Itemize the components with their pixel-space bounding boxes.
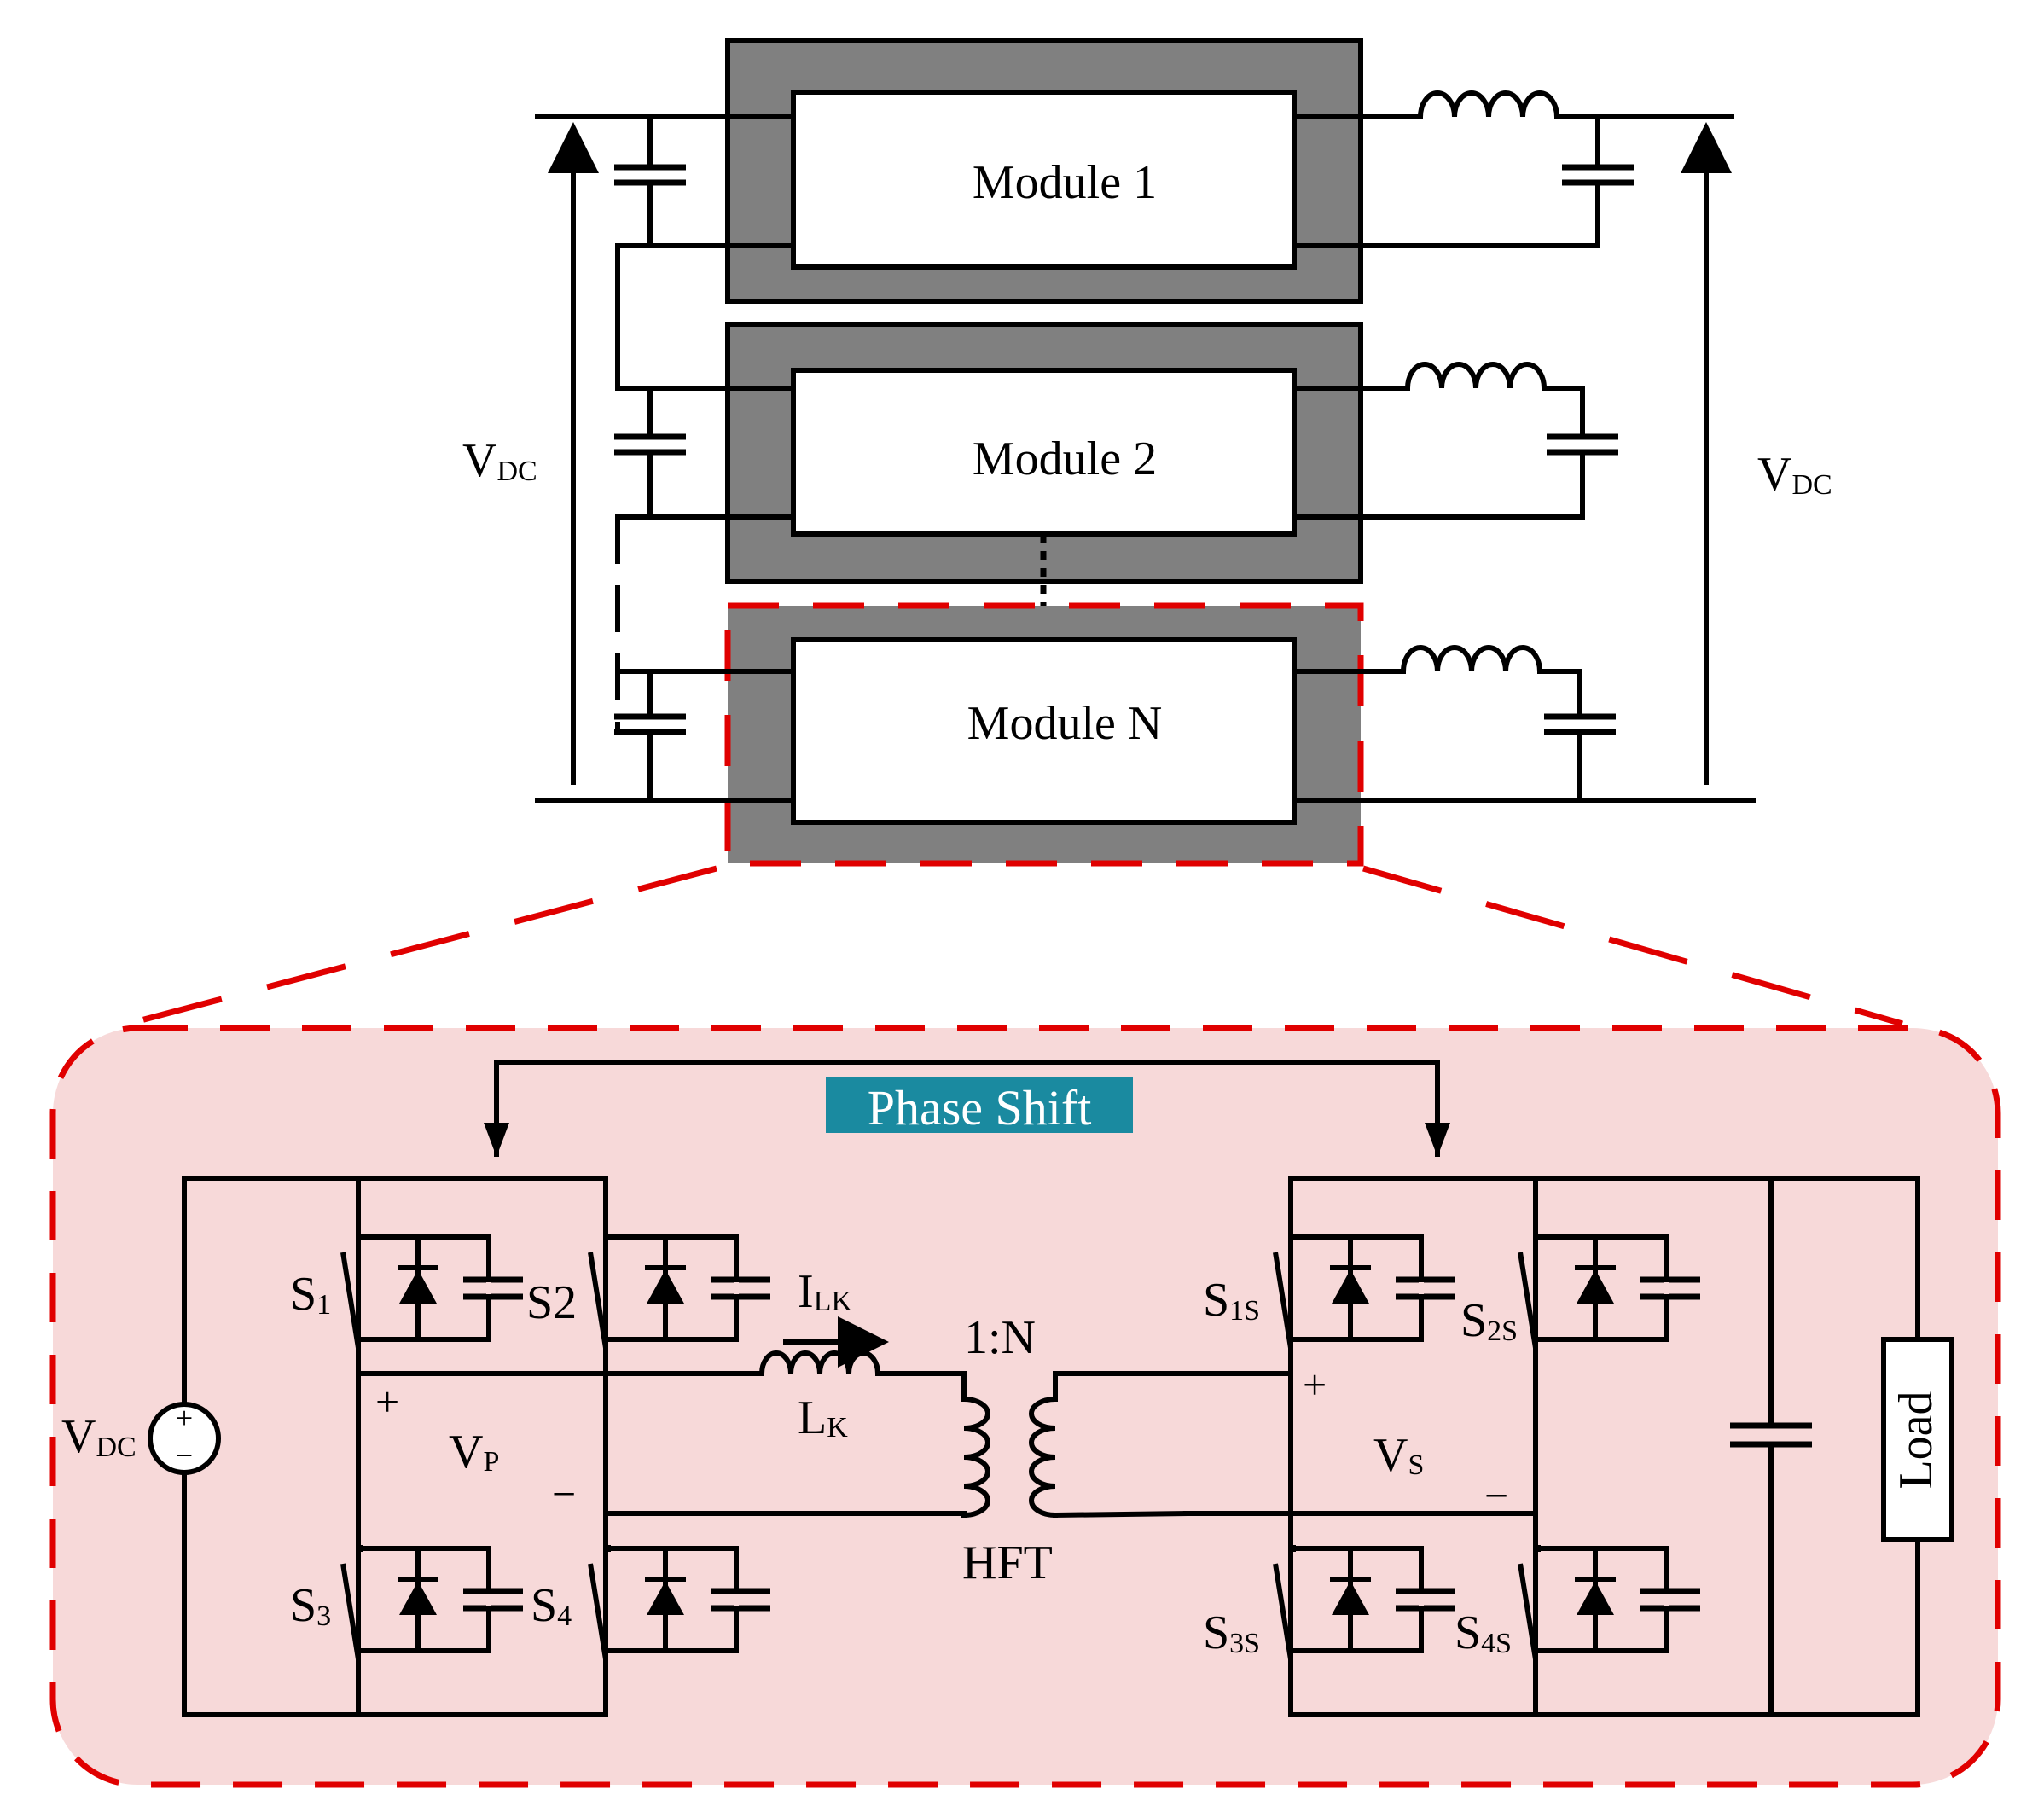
switch-s4s — [1518, 1489, 1700, 1702]
switch-s1 — [340, 1177, 523, 1391]
module-stack: Module 1 Module 2 Module N — [462, 38, 1832, 867]
vs-minus: − — [1484, 1472, 1508, 1519]
inductor-transformer: ILK LK 1:N HFT — [757, 1265, 1189, 1589]
dc-source-icon — [148, 1402, 221, 1475]
vp-plus: + — [375, 1378, 399, 1426]
output-wiring: VDC — [1292, 90, 1832, 803]
detail-panel: Phase Shift + − VDC — [49, 1025, 2001, 1788]
highlight-box — [724, 602, 1364, 867]
secondary-bridge: Load — [1053, 1176, 1954, 1717]
switch-s3 — [340, 1489, 523, 1702]
vs-label: VS — [1373, 1429, 1424, 1482]
module-n-label: Module N — [967, 697, 1163, 750]
module-2-block: Module 2 — [725, 322, 1363, 584]
vdc-left-label: VDC — [462, 434, 537, 487]
s2s-label: S2S — [1460, 1294, 1518, 1347]
diode-icon — [1332, 1581, 1369, 1615]
s2-label: S2 — [526, 1276, 577, 1329]
s4-label: S4 — [531, 1579, 572, 1632]
module-1-label: Module 1 — [973, 156, 1157, 209]
module-1-block: Module 1 — [725, 38, 1363, 304]
load-box — [1881, 1337, 1954, 1542]
primary-bridge — [356, 1176, 967, 1717]
dc-source: + − VDC — [61, 1176, 608, 1717]
zoom-lines — [127, 865, 1903, 1027]
lk-label: LK — [798, 1391, 848, 1444]
hft-label: HFT — [962, 1536, 1053, 1589]
svg-text:+: + — [176, 1401, 193, 1435]
diode-icon — [647, 1581, 684, 1615]
module-n-block: Module N — [724, 602, 1364, 867]
diode-icon — [647, 1269, 684, 1304]
vs-plus: + — [1303, 1361, 1327, 1409]
diode-icon — [1332, 1269, 1369, 1304]
diode-icon — [399, 1269, 437, 1304]
switch-s2 — [588, 1177, 770, 1391]
s3-label: S3 — [290, 1579, 331, 1632]
s1s-label: S1S — [1203, 1274, 1260, 1327]
diode-icon — [1577, 1581, 1614, 1615]
switch-s2s — [1518, 1177, 1700, 1391]
diode-icon — [1577, 1269, 1614, 1304]
switch-cells — [340, 1177, 1700, 1702]
switch-s3s — [1273, 1489, 1455, 1702]
phase-shift: Phase Shift — [484, 1060, 1450, 1157]
module-2-label: Module 2 — [973, 433, 1157, 485]
s4s-label: S4S — [1455, 1606, 1512, 1659]
vdc-right-label: VDC — [1757, 448, 1832, 501]
vp-label: VP — [449, 1426, 499, 1478]
input-wiring: VDC — [462, 114, 796, 803]
diode-icon — [399, 1581, 437, 1615]
turns-ratio-label: 1:N — [964, 1311, 1036, 1364]
phase-shift-badge — [826, 1077, 1133, 1133]
switch-s4 — [588, 1489, 770, 1702]
s3s-label: S3S — [1203, 1606, 1260, 1659]
ilk-label: ILK — [798, 1265, 852, 1318]
vdc-source-label: VDC — [61, 1410, 136, 1463]
phase-shift-label: Phase Shift — [868, 1080, 1092, 1136]
svg-text:−: − — [176, 1438, 193, 1472]
switch-labels: S1 S2 S3 S4 S1S S2S S3S S4S — [290, 1268, 1518, 1659]
s1-label: S1 — [290, 1268, 331, 1321]
vp-minus: − — [552, 1470, 576, 1518]
load-label: Load — [1890, 1391, 1942, 1489]
switch-s1s — [1273, 1177, 1455, 1391]
voltage-labels: + − VP + − VS — [375, 1361, 1508, 1519]
